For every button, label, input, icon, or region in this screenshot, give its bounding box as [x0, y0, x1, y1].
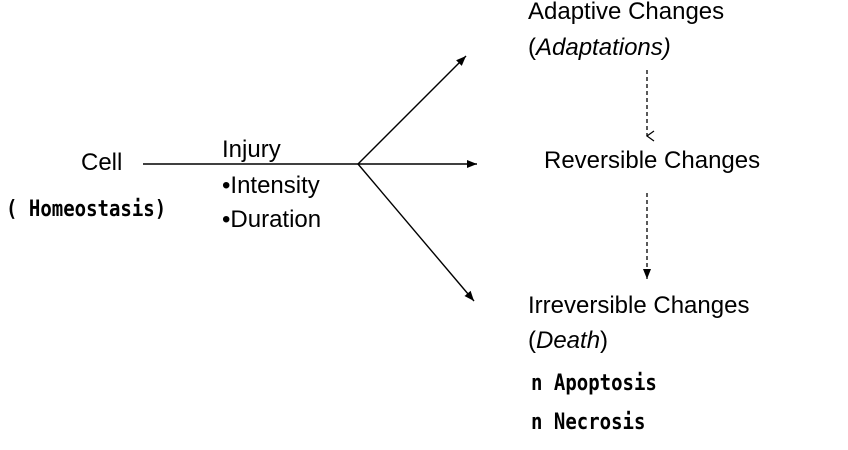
adaptive-changes-label: Adaptive Changes — [528, 0, 725, 25]
irreversible-changes-label: Irreversible Changes — [528, 292, 750, 319]
injury-title: Injury — [222, 136, 281, 163]
homeostasis-handwritten-note: ( Homeostasis) — [6, 196, 167, 222]
adaptations-label: (Adaptations) — [528, 34, 671, 62]
adaptations-italic: Adaptations) — [536, 34, 671, 61]
arrow-to-adaptive — [357, 55, 467, 165]
injury-factor-intensity: •Intensity — [222, 172, 320, 199]
reversible-changes-label: Reversible Changes — [544, 147, 761, 174]
death-label: (Death) — [528, 327, 608, 355]
necrosis-handwritten-note: n Necrosis — [531, 409, 646, 435]
death-italic: Death — [536, 327, 601, 354]
death-close-paren: ) — [600, 327, 609, 354]
cell-label: Cell — [81, 149, 123, 176]
death-open-paren: ( — [528, 327, 536, 354]
apoptosis-handwritten-note: n Apoptosis — [531, 370, 657, 396]
adaptations-open-paren: ( — [528, 34, 536, 61]
injury-factor-duration: •Duration — [222, 206, 322, 233]
arrow-to-irreversible — [357, 163, 475, 302]
